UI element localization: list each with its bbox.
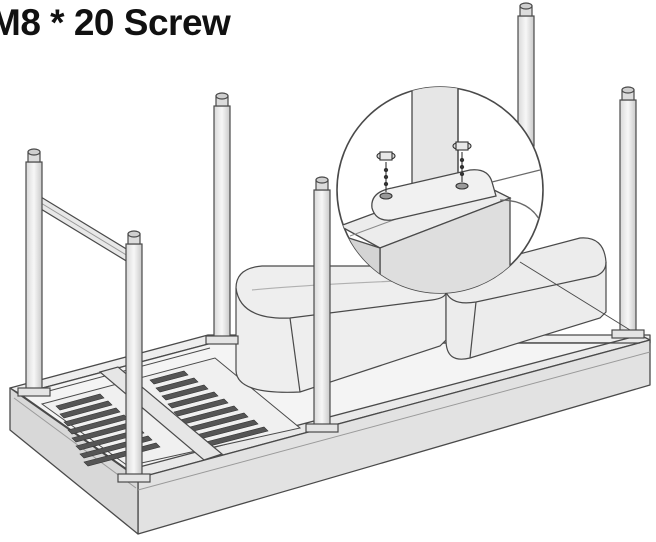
cushion-left (235, 265, 447, 393)
frame-left-rail-face (9, 387, 139, 535)
caption-screw-spec: M8 * 20 Screw (0, 2, 231, 43)
leg-far-right (611, 86, 645, 339)
screw-left-icon (376, 151, 396, 200)
screw-right-icon (452, 141, 472, 190)
leg-center (305, 176, 339, 433)
leg-back-left (205, 92, 239, 345)
screws (376, 141, 472, 200)
leg-front-mid (117, 230, 151, 483)
magnifier-leader (519, 261, 631, 331)
legs (17, 2, 645, 483)
leg-front-left (17, 148, 51, 397)
